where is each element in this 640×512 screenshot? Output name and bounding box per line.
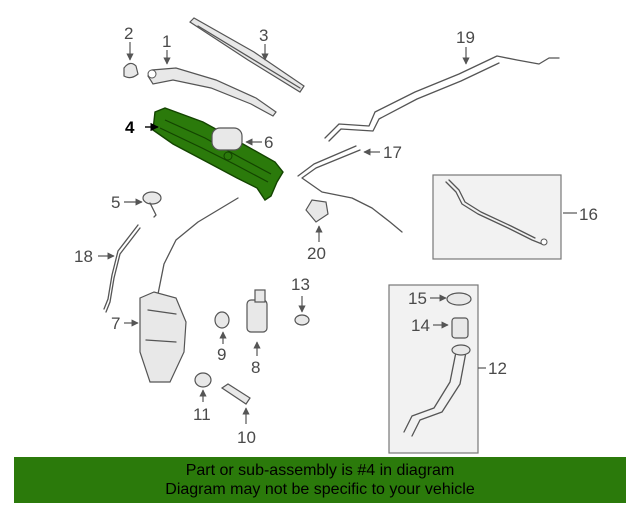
- callout-14: 14: [411, 316, 430, 335]
- callout-16: 16: [579, 205, 598, 224]
- part-8-washer-pump: [246, 289, 268, 356]
- part-6-wiper-motor: [211, 127, 262, 151]
- callout-3: 3: [259, 26, 268, 45]
- part-12-inset: [388, 284, 486, 454]
- part-20-nozzle: [305, 199, 329, 242]
- part-16-inset: [432, 174, 577, 260]
- callout-19: 19: [456, 28, 475, 47]
- parts-diagram: 1 2 3 4 5 6 7 8 9 10 11 12 13 14 15 16 1…: [74, 17, 598, 454]
- callout-9: 9: [217, 345, 226, 364]
- callout-7: 7: [111, 314, 120, 333]
- part-10-sensor: [220, 383, 251, 424]
- part-19-washer-hose: [324, 47, 560, 142]
- callout-10: 10: [237, 428, 256, 447]
- callout-5: 5: [111, 193, 120, 212]
- callout-4: 4: [125, 118, 135, 137]
- banner-line-part-number: Part or sub-assembly is #4 in diagram: [185, 462, 455, 479]
- part-3-wiper-blade: [189, 17, 305, 93]
- part-2-cap: [123, 42, 139, 79]
- part-5-bolt: [124, 191, 162, 218]
- part-7-reservoir: [124, 197, 239, 383]
- part-13-clip: [294, 296, 310, 326]
- callout-1: 1: [162, 32, 171, 51]
- part-11-grommet: [194, 372, 212, 402]
- callout-8: 8: [251, 358, 260, 377]
- callout-20: 20: [307, 244, 326, 263]
- callout-13: 13: [291, 275, 310, 294]
- part-4-wiper-linkage: [145, 107, 284, 201]
- part-9-grommet: [214, 311, 230, 344]
- callout-2: 2: [124, 24, 133, 43]
- callout-6: 6: [264, 133, 273, 152]
- banner-line-disclaimer: Diagram may not be specific to your vehi…: [165, 481, 475, 498]
- info-banner: Part or sub-assembly is #4 in diagram Di…: [14, 457, 626, 503]
- callout-17: 17: [383, 143, 402, 162]
- callout-12: 12: [488, 359, 507, 378]
- part-18-hose: [98, 224, 141, 313]
- callout-18: 18: [74, 247, 93, 266]
- part-1-wiper-arm: [147, 50, 277, 117]
- part-17-hose: [297, 145, 403, 233]
- callout-15: 15: [408, 289, 427, 308]
- callout-11: 11: [193, 405, 211, 424]
